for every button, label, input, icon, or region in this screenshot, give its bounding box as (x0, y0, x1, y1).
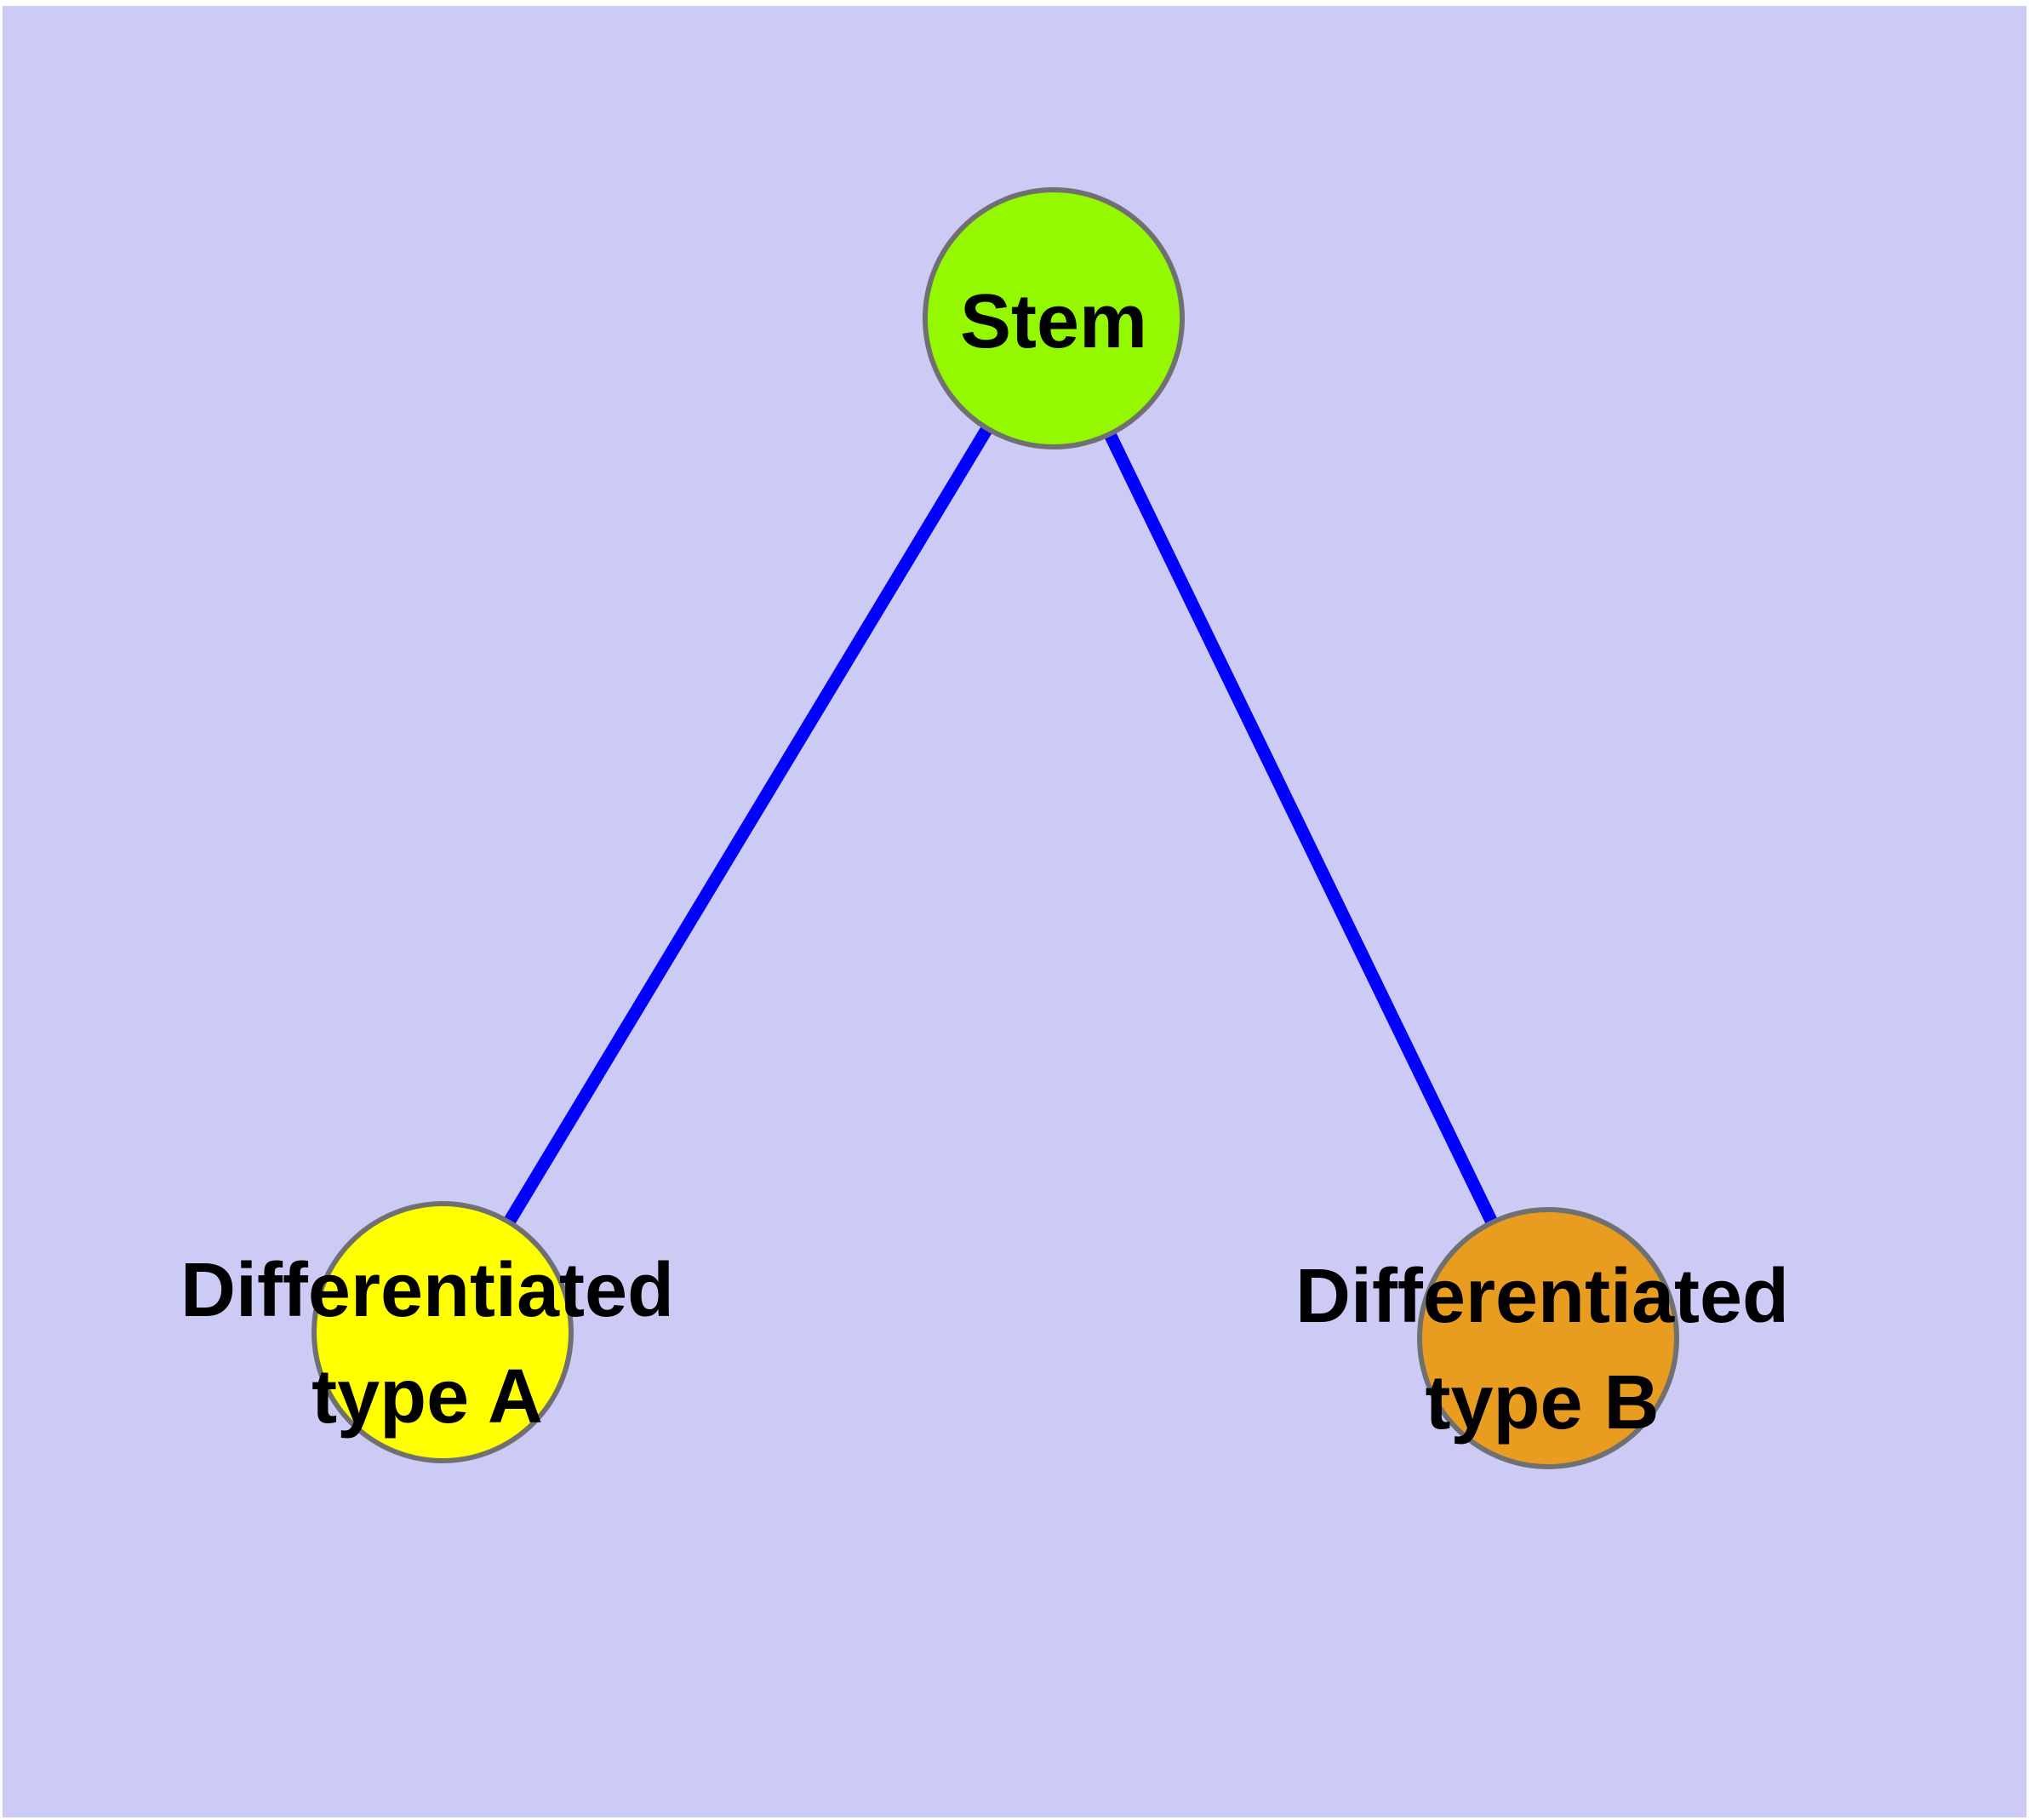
node-type-b-circle (1417, 1207, 1679, 1469)
node-stem: Stem (923, 187, 1185, 449)
node-type-a-label-line2: type A (311, 1354, 543, 1439)
edge-stem-to-type-a (437, 315, 1060, 1336)
node-differentiated-type-b: Differentiated type B (1295, 1207, 1789, 1469)
node-type-a-circle (311, 1201, 574, 1463)
node-stem-circle (923, 187, 1185, 449)
node-type-a-label-line1: Differentiated (180, 1248, 674, 1333)
node-type-b-label-line1: Differentiated (1295, 1254, 1789, 1339)
edge-stem-to-type-b (1048, 315, 1554, 1342)
node-differentiated-type-a: Differentiated type A (180, 1201, 674, 1463)
node-stem-label: Stem (960, 279, 1147, 364)
node-type-b-label-line2: type B (1425, 1360, 1659, 1445)
